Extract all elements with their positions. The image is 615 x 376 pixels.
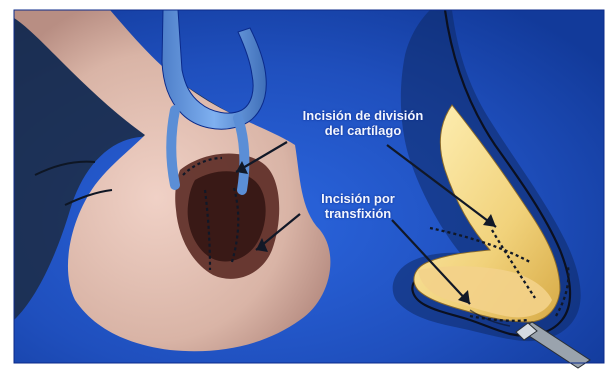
- cartilage-split-incision-line1: Incisión de división: [268, 108, 458, 123]
- cartilage-split-incision-label: Incisión de división del cartílago: [268, 108, 458, 138]
- transfixion-incision-label: Incisión por transfixión: [288, 191, 428, 221]
- transfixion-incision-line2: transfixión: [288, 206, 428, 221]
- cartilage-split-incision-line2: del cartílago: [268, 123, 458, 138]
- transfixion-incision-line1: Incisión por: [288, 191, 428, 206]
